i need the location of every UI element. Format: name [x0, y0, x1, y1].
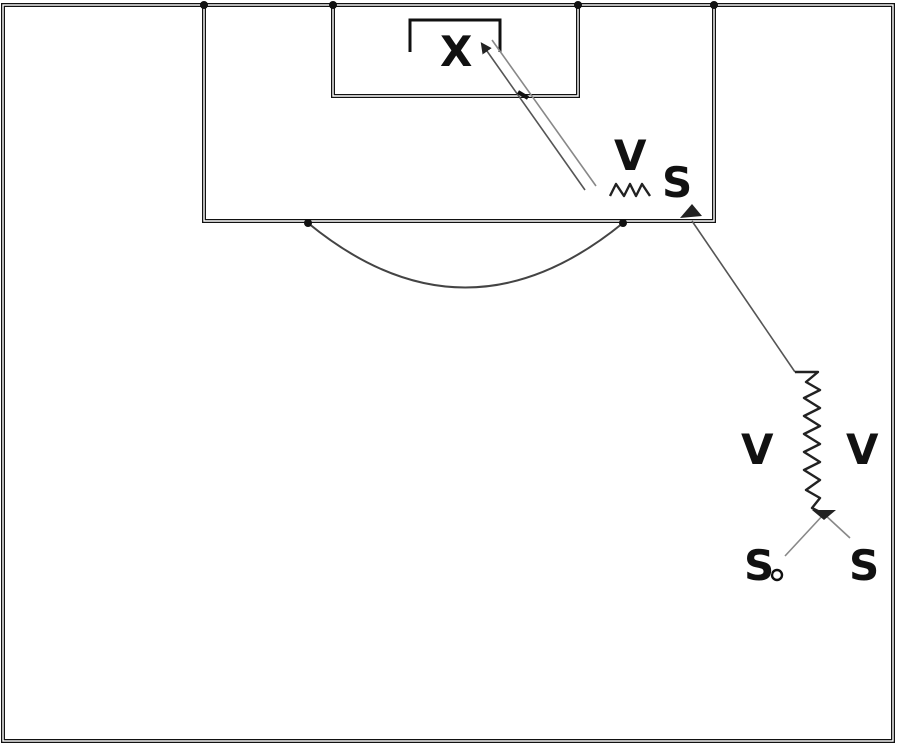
penalty-arc-end-right	[619, 219, 627, 227]
pass-arrowhead	[680, 204, 702, 218]
pitch-outline	[1, 3, 895, 743]
dribble-path-short	[608, 182, 651, 198]
penalty-area	[200, 1, 718, 223]
goal-area	[329, 1, 582, 98]
defender-left-label: V	[741, 425, 774, 474]
attacker-right-label: S	[849, 541, 879, 590]
goal-mouth	[408, 18, 502, 52]
ball	[770, 568, 784, 582]
goalkeeper-label: X	[440, 27, 472, 76]
penalty-arc	[307, 222, 624, 289]
attacker-box-label: S	[662, 158, 692, 207]
attacker-ball-label: S	[744, 541, 774, 590]
penalty-arc-end-left	[304, 219, 312, 227]
defender-box-label: V	[614, 131, 647, 180]
pass-line	[691, 220, 796, 373]
lay-off-lines	[784, 510, 851, 557]
dribble-path	[795, 370, 825, 516]
defender-right-label: V	[846, 425, 879, 474]
shot-arrow	[480, 39, 597, 191]
